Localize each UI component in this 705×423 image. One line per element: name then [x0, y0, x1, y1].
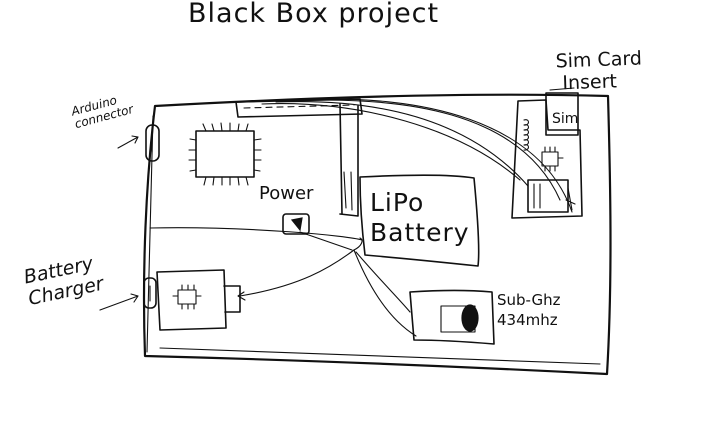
sim-card-slot: [545, 92, 579, 136]
arduino-connector-port: [145, 124, 160, 162]
gsm-module: [511, 87, 583, 219]
enclosure-outline: [142, 93, 612, 376]
subghz-antenna-mount: [461, 304, 479, 332]
battery-charger-port: [143, 277, 157, 309]
gsm-antenna-connector: [527, 179, 569, 213]
microcontroller-chip: [188, 122, 262, 186]
enclosure-divider: [149, 227, 363, 241]
subghz-radio-module: [409, 289, 495, 345]
sim-label: Sim: [552, 111, 579, 127]
lipo-battery-label: LiPo Battery: [370, 188, 470, 247]
power-switch-toggle: [290, 217, 303, 232]
vertical-rail: [339, 103, 359, 217]
header-board-pins: [243, 104, 355, 109]
gsm-coil: [523, 119, 530, 151]
page-title: Black Box project: [188, 0, 440, 29]
battery-charger-module: [156, 269, 241, 331]
power-label: Power: [259, 183, 314, 204]
lipo-battery-outline: [359, 174, 480, 267]
enclosure-bottom-rail: [159, 347, 601, 365]
subghz-label: Sub-Ghz 434mhz: [497, 291, 561, 329]
sim-card-insert-label: Sim Card Insert: [555, 47, 643, 95]
arduino-pointer-arrow: [117, 135, 139, 149]
power-switch: [282, 213, 310, 235]
battery-charger-pointer-arrow: [99, 293, 139, 311]
enclosure-inner-edge: [146, 115, 154, 353]
rail-connector: [343, 171, 353, 211]
wiring: [237, 98, 573, 337]
